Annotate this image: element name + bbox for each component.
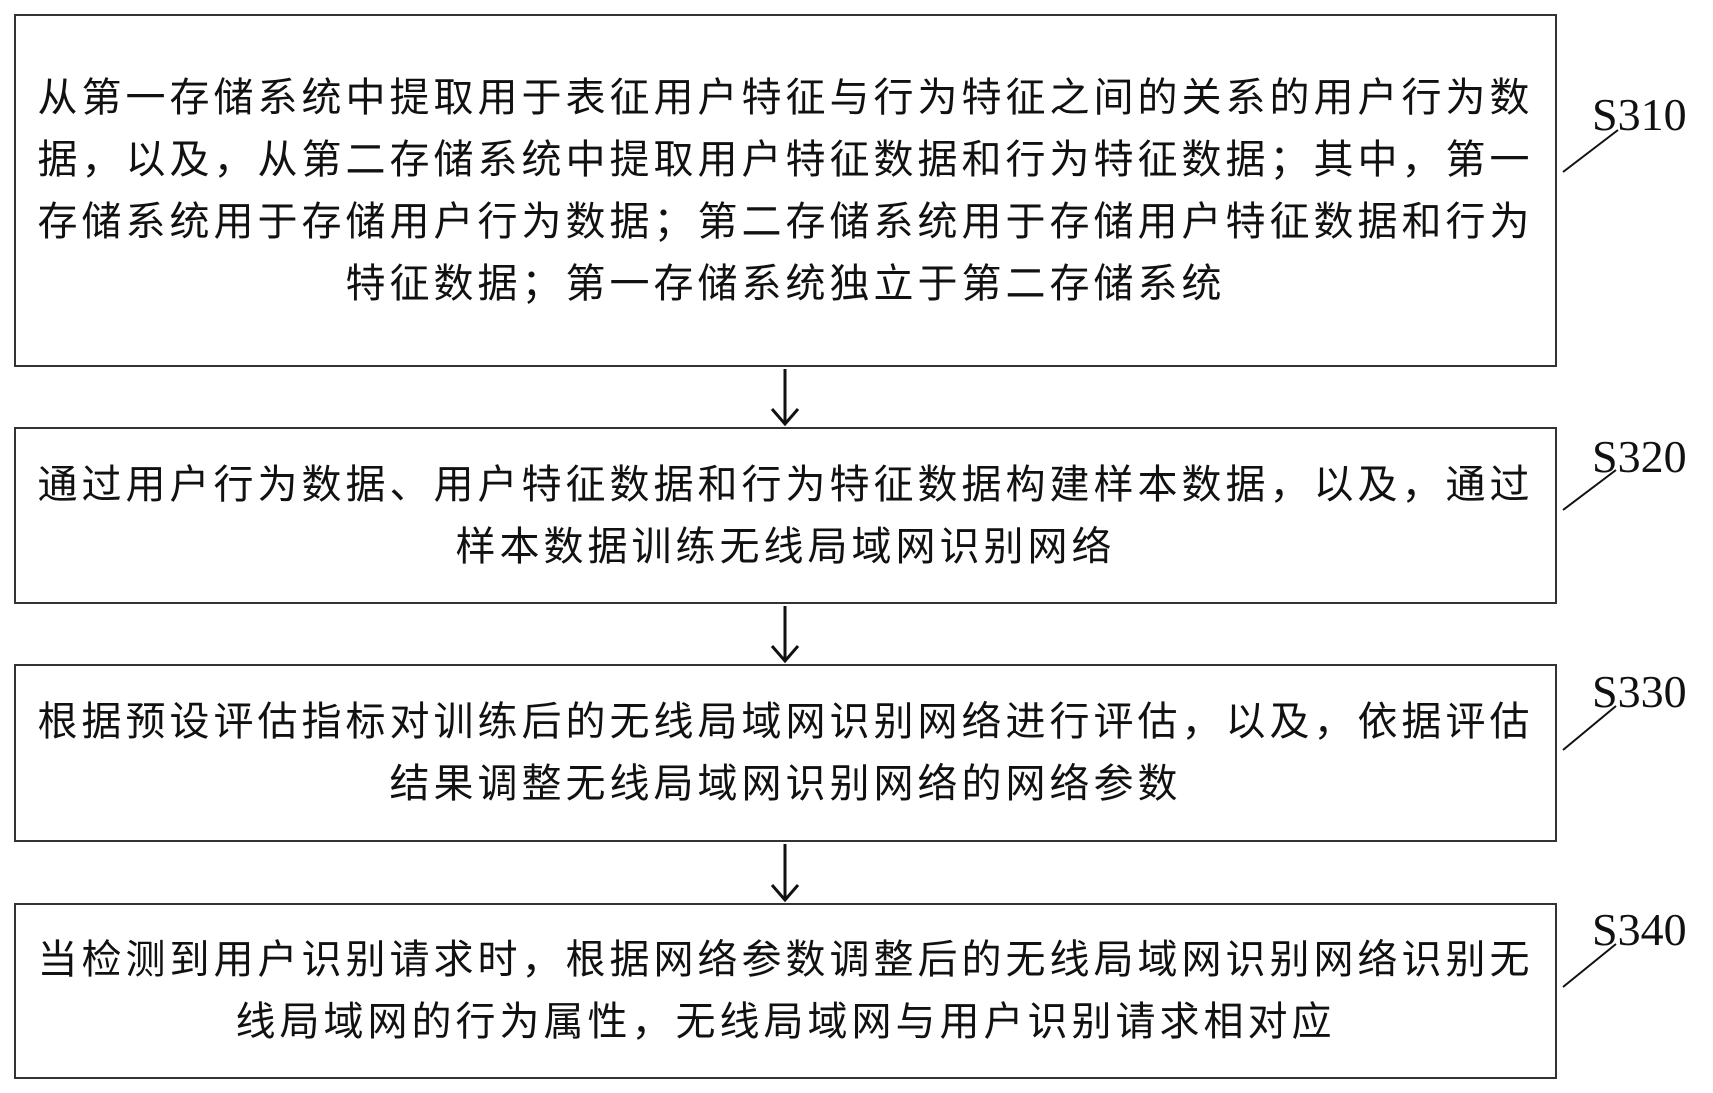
step-label-s340: S340 <box>1592 904 1687 955</box>
arrow-s330-to-s340 <box>770 844 800 903</box>
arrow-s310-to-s320 <box>770 369 800 427</box>
step-text-s330: 根据预设评估指标对训练后的无线局域网识别网络进行评估，以及，依据评估结果调整无线… <box>37 699 1534 807</box>
step-label-s330: S330 <box>1592 666 1687 717</box>
arrow-s320-to-s330 <box>770 606 800 664</box>
step-label-s320: S320 <box>1592 431 1687 482</box>
step-box-s310: 从第一存储系统中提取用于表征用户特征与行为特征之间的关系的用户行为数据，以及，从… <box>14 14 1557 367</box>
step-box-s330: 根据预设评估指标对训练后的无线局域网识别网络进行评估，以及，依据评估结果调整无线… <box>14 664 1557 842</box>
step-text-s320: 通过用户行为数据、用户特征数据和行为特征数据构建样本数据，以及，通过样本数据训练… <box>37 461 1534 570</box>
step-box-s340: 当检测到用户识别请求时，根据网络参数调整后的无线局域网识别网络识别无线局域网的行… <box>14 903 1557 1079</box>
step-text-s340: 当检测到用户识别请求时，根据网络参数调整后的无线局域网识别网络识别无线局域网的行… <box>37 937 1534 1045</box>
step-box-s320: 通过用户行为数据、用户特征数据和行为特征数据构建样本数据，以及，通过样本数据训练… <box>14 427 1557 604</box>
step-text-s310: 从第一存储系统中提取用于表征用户特征与行为特征之间的关系的用户行为数据，以及，从… <box>37 74 1534 307</box>
step-label-s310: S310 <box>1592 89 1687 140</box>
